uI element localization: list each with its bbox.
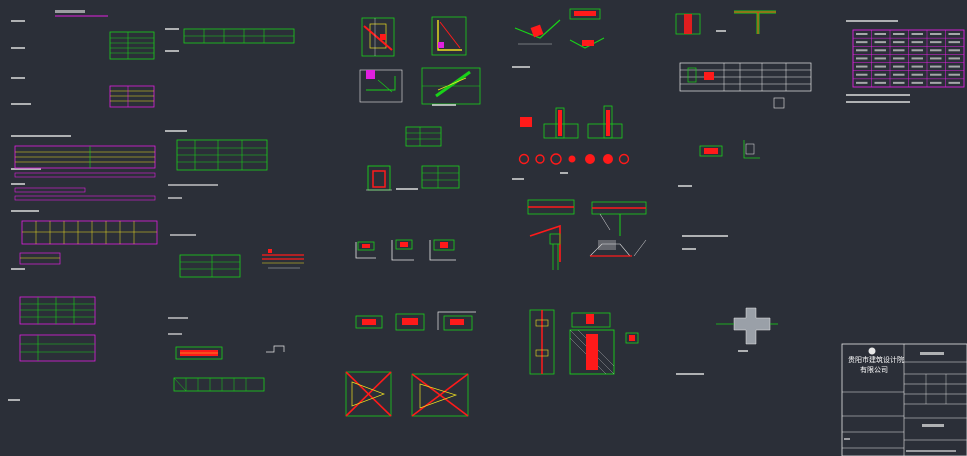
company-name-line-2: 有限公司 bbox=[860, 365, 888, 374]
legend-cell-text-mark bbox=[948, 49, 960, 52]
joint-details-column-3 bbox=[345, 16, 481, 417]
legend-cell-text-mark bbox=[948, 41, 960, 44]
legend-cell-text-mark bbox=[874, 81, 886, 84]
joint-detail-1 bbox=[361, 17, 395, 57]
legend-cell-text-mark bbox=[893, 81, 905, 84]
connection-table bbox=[679, 62, 812, 109]
legend-cell-text-mark bbox=[856, 57, 868, 60]
slope-joint-detail bbox=[529, 224, 647, 270]
legend-cell-text-mark bbox=[948, 73, 960, 76]
legend-cell-text-mark bbox=[874, 41, 886, 44]
legend-cell-text-mark bbox=[911, 73, 923, 76]
joint-detail-row-a bbox=[355, 239, 456, 261]
notes-column-left bbox=[8, 10, 158, 401]
legend-cell-text-mark bbox=[948, 57, 960, 60]
pipe-sections-row bbox=[518, 153, 630, 174]
legend-cell-text-mark bbox=[874, 57, 886, 60]
green-table-lower bbox=[179, 254, 241, 278]
beam-detail-bottom bbox=[173, 345, 285, 392]
joint-detail-2 bbox=[431, 16, 467, 56]
notes-column-second bbox=[165, 28, 304, 392]
beam-joint-mid bbox=[678, 140, 760, 187]
column-section-detail bbox=[529, 309, 639, 375]
legend-cell-text-mark bbox=[874, 73, 886, 76]
rebar-table-lower-2 bbox=[19, 334, 96, 362]
beam-column-joint-top bbox=[520, 105, 623, 139]
details-column-5 bbox=[675, 10, 812, 375]
bracing-detail-right bbox=[411, 373, 469, 417]
rebar-callout-red bbox=[262, 249, 304, 269]
details-column-4 bbox=[512, 8, 647, 375]
member-legend-table bbox=[846, 20, 965, 103]
wide-green-table-top bbox=[183, 28, 295, 44]
angled-joint-2 bbox=[569, 8, 605, 49]
legend-cell-text-mark bbox=[893, 49, 905, 52]
legend-cell-text-mark bbox=[911, 57, 923, 60]
legend-cell-text-mark bbox=[856, 33, 868, 35]
joint-detail-row-b bbox=[355, 311, 476, 331]
legend-cell-text-mark bbox=[856, 65, 868, 68]
column-grid-table bbox=[19, 220, 158, 265]
company-seal-icon bbox=[868, 347, 876, 355]
legend-cell-text-mark bbox=[911, 33, 923, 35]
cross-joint-detail bbox=[716, 307, 778, 352]
title-block: 贵阳市建筑设计院 有限公司 bbox=[841, 343, 967, 456]
angled-joint-1 bbox=[514, 19, 561, 45]
legend-cell-text-mark bbox=[930, 65, 942, 68]
legend-cell-text-mark bbox=[911, 81, 923, 84]
column-base-detail bbox=[366, 165, 418, 191]
legend-cell-text-mark bbox=[893, 33, 905, 35]
green-table-mid bbox=[176, 139, 268, 171]
legend-cell-text-mark bbox=[930, 73, 942, 76]
tee-joint-top bbox=[675, 10, 776, 35]
steel-schedule-table-2 bbox=[109, 85, 155, 108]
rebar-table-lower-1 bbox=[19, 296, 96, 325]
legend-cell-text-mark bbox=[856, 41, 868, 44]
legend-cell-text-mark bbox=[893, 65, 905, 68]
legend-cell-text-mark bbox=[893, 57, 905, 60]
legend-cell-text-mark bbox=[893, 73, 905, 76]
legend-cell-text-mark bbox=[893, 41, 905, 44]
company-name-line-1: 贵阳市建筑设计院 bbox=[848, 355, 904, 364]
legend-cell-text-mark bbox=[911, 49, 923, 52]
small-green-table-a bbox=[405, 126, 442, 147]
legend-cell-text-mark bbox=[948, 81, 960, 84]
joint-detail-3 bbox=[359, 69, 403, 103]
legend-cell-text-mark bbox=[930, 57, 942, 60]
legend-cell-text-mark bbox=[911, 65, 923, 68]
legend-cell-text-mark bbox=[930, 41, 942, 44]
legend-cell-text-mark bbox=[930, 81, 942, 84]
legend-cell-text-mark bbox=[874, 33, 886, 35]
joint-detail-4 bbox=[421, 67, 481, 106]
legend-cell-text-mark bbox=[948, 33, 960, 35]
bracing-detail-left bbox=[345, 371, 392, 417]
steel-schedule-table-1 bbox=[109, 31, 155, 60]
legend-cell-text-mark bbox=[930, 33, 942, 35]
legend-cell-text-mark bbox=[874, 65, 886, 68]
legend-cell-text-mark bbox=[948, 65, 960, 68]
beam-section-table bbox=[14, 145, 156, 201]
beam-splice-detail bbox=[527, 199, 647, 236]
legend-cell-text-mark bbox=[856, 73, 868, 76]
legend-cell-text-mark bbox=[874, 49, 886, 52]
legend-cell-text-mark bbox=[856, 49, 868, 52]
legend-cell-text-mark bbox=[856, 81, 868, 84]
legend-cell-text-mark bbox=[911, 41, 923, 44]
legend-cell-text-mark bbox=[930, 49, 942, 52]
small-green-table-b bbox=[421, 165, 460, 189]
